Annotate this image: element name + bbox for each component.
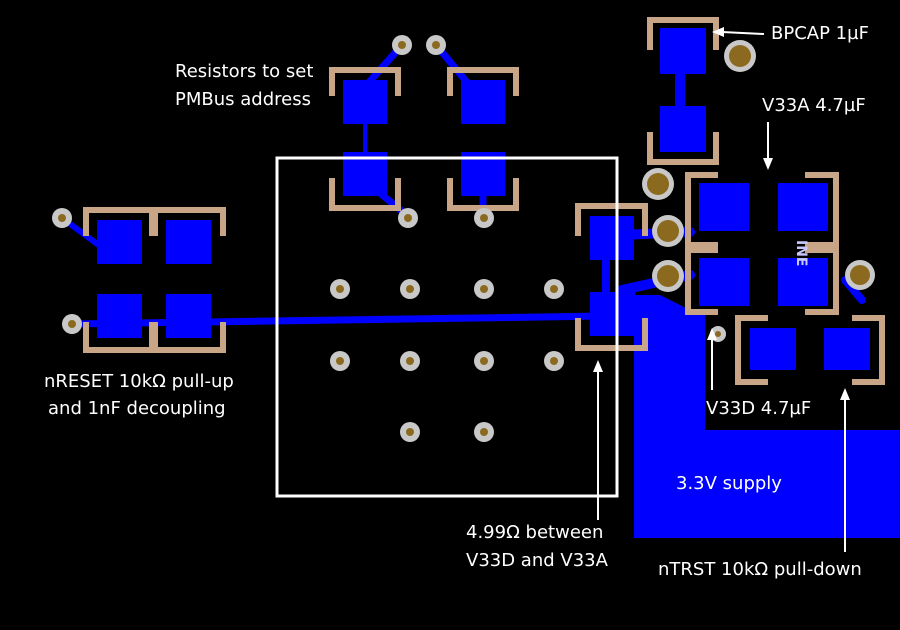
via (474, 208, 494, 228)
copper-pour-3v3 (634, 295, 900, 538)
pad (660, 106, 706, 152)
via (544, 351, 564, 371)
pad (166, 220, 211, 264)
via (62, 314, 82, 334)
pad (97, 220, 142, 264)
label-pmbus-line2: PMBus address (175, 89, 311, 110)
pad (750, 328, 796, 370)
via (544, 279, 564, 299)
arrow-bpcap (712, 27, 765, 37)
arrow-ntrst (840, 388, 850, 552)
label-r499-line2: V33D and V33A (466, 550, 608, 571)
via (398, 208, 418, 228)
pad (461, 80, 505, 124)
pad (699, 258, 749, 306)
label-r499-line1: 4.99Ω between (466, 522, 604, 543)
pad (97, 294, 142, 338)
arrow-r499 (593, 360, 603, 520)
ic-outline-box (275, 156, 619, 498)
pad (699, 183, 749, 231)
via (474, 351, 494, 371)
silkscreen-outlines (83, 17, 885, 385)
pad (590, 216, 634, 260)
via (474, 279, 494, 299)
pad (595, 292, 635, 330)
pad (343, 80, 387, 124)
via (474, 422, 494, 442)
label-v33a: V33A 4.7µF (762, 95, 866, 116)
arrow-v33a (763, 122, 773, 170)
vias (52, 35, 875, 442)
via-large (724, 40, 756, 72)
label-ntrst: nTRST 10kΩ pull-down (658, 559, 862, 580)
annotation-arrows (593, 27, 850, 552)
pad (824, 328, 870, 370)
label-nreset-line2: and 1nF decoupling (48, 398, 226, 419)
pad (778, 183, 828, 231)
label-supply: 3.3V supply (676, 473, 782, 494)
pad (660, 28, 706, 74)
via-large (652, 215, 684, 247)
pad (166, 294, 211, 338)
copper-pads (97, 28, 870, 370)
via (400, 422, 420, 442)
arrow-v33d (707, 328, 717, 390)
via (426, 35, 446, 55)
via-large (642, 168, 674, 200)
pad (778, 258, 828, 306)
via (400, 351, 420, 371)
via (330, 351, 350, 371)
via (330, 279, 350, 299)
via (400, 279, 420, 299)
silk-ref-text: INE (793, 240, 809, 267)
label-pmbus-line1: Resistors to set (175, 61, 314, 82)
label-v33d: V33D 4.7µF (706, 398, 812, 419)
label-bpcap: BPCAP 1µF (771, 23, 869, 44)
via-large (652, 260, 684, 292)
trace-nreset (68, 312, 609, 328)
via (392, 35, 412, 55)
label-nreset-line1: nRESET 10kΩ pull-up (44, 371, 234, 392)
via-large (845, 260, 875, 290)
via (52, 208, 72, 228)
